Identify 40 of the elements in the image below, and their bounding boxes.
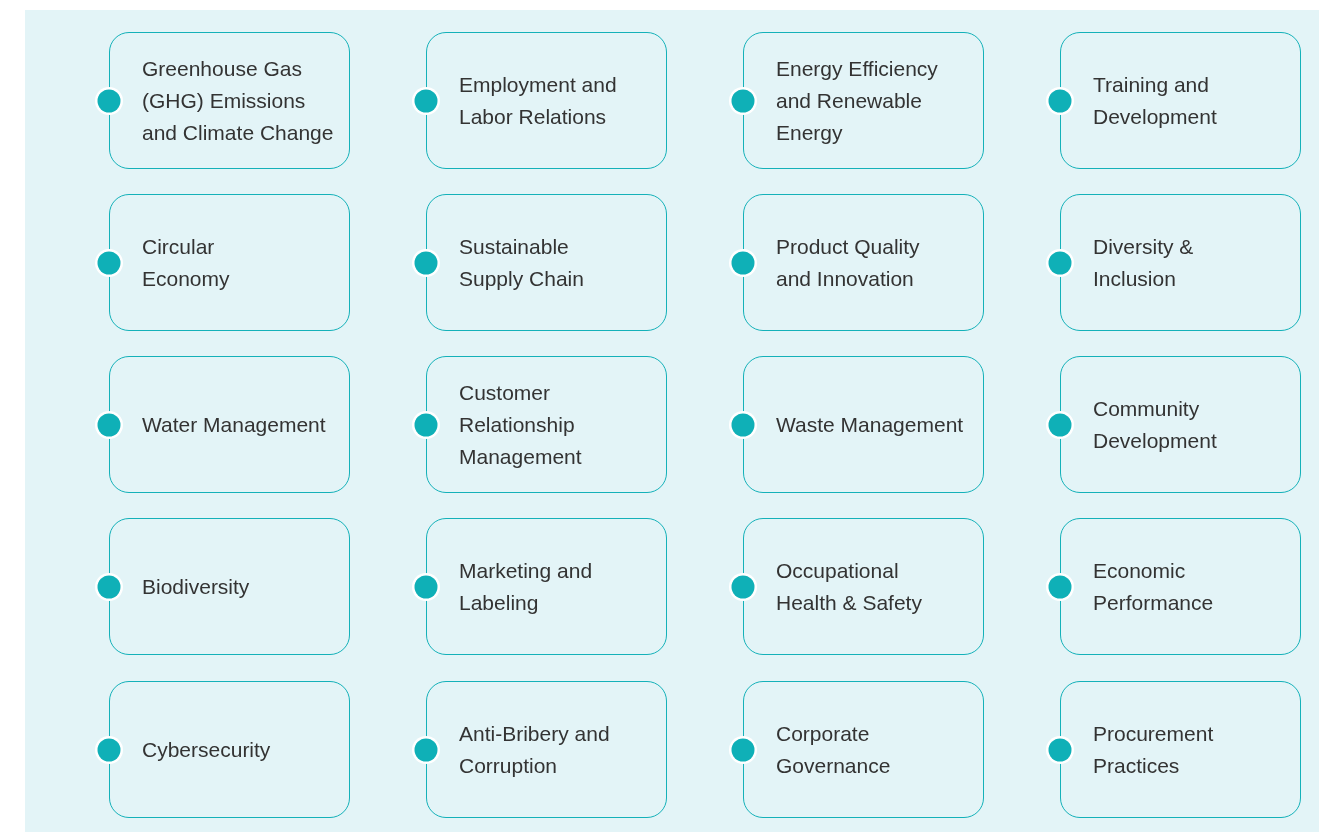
topic-label: Sustainable Supply Chain xyxy=(459,233,585,292)
topic-label: Corporate Governance xyxy=(776,720,892,779)
topic-card xyxy=(411,356,667,493)
topic-label: Anti-Bribery and Corruption xyxy=(459,720,611,779)
topic-card xyxy=(1045,32,1301,169)
topic-card xyxy=(1045,356,1301,493)
topic-label: Water Management xyxy=(142,411,327,438)
topic-card xyxy=(728,32,984,169)
topic-card xyxy=(411,518,667,655)
topic-label: Circular Economy xyxy=(142,233,231,292)
topic-label: Occupational Health & Safety xyxy=(776,557,923,616)
topic-label: Employment and Labor Relations xyxy=(459,71,618,130)
topic-label: Marketing and Labeling xyxy=(459,557,594,616)
topic-label: Cybersecurity xyxy=(142,736,272,763)
topic-card xyxy=(1045,194,1301,331)
topic-label: Product Quality and Innovation xyxy=(776,233,921,292)
topic-label: Community Development xyxy=(1093,395,1218,454)
topic-card xyxy=(94,681,350,818)
topic-card xyxy=(94,32,350,169)
topic-card xyxy=(1045,681,1301,818)
topic-card xyxy=(411,194,667,331)
topic-label: Waste Management xyxy=(776,411,965,438)
topic-label: Procurement Practices xyxy=(1093,720,1215,779)
topic-label: Training and Development xyxy=(1093,71,1218,130)
topic-label: Customer Relationship Management xyxy=(459,379,583,470)
topic-card xyxy=(728,681,984,818)
topic-label: Energy Efficiency and Renewable Energy xyxy=(776,55,939,146)
topic-label: Diversity & Inclusion xyxy=(1093,233,1195,292)
topic-card xyxy=(1045,518,1301,655)
topic-card xyxy=(728,194,984,331)
topic-label: Economic Performance xyxy=(1093,557,1215,616)
topic-label: Greenhouse Gas (GHG) Emissions and Climate Change xyxy=(142,55,334,146)
topic-card xyxy=(411,681,667,818)
topic-card xyxy=(728,356,984,493)
topic-card xyxy=(94,518,350,655)
topic-card xyxy=(411,32,667,169)
topic-card xyxy=(94,194,350,331)
topic-card xyxy=(94,356,350,493)
topic-label: Biodiversity xyxy=(142,573,251,600)
topic-card xyxy=(728,518,984,655)
